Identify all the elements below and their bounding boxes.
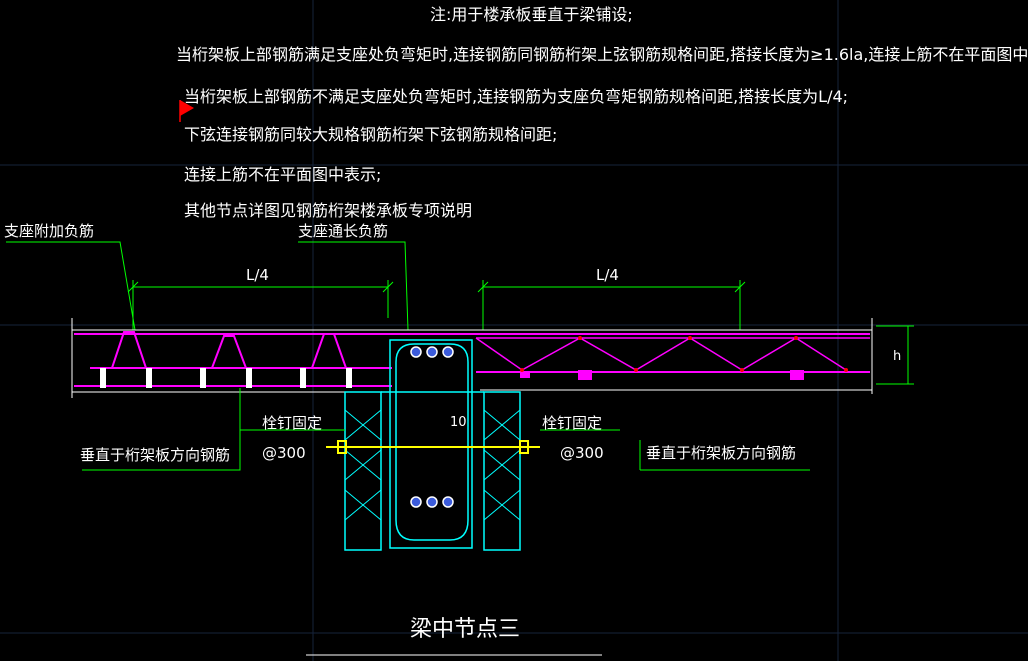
lower-leaders	[82, 388, 810, 471]
left-deck-ribs	[100, 331, 358, 369]
beam-rebar-dots	[410, 346, 454, 508]
beam-hatching	[344, 409, 521, 521]
label-spacing-right: @300	[560, 444, 604, 462]
right-deck-supports	[520, 370, 804, 380]
stud-bar	[326, 440, 540, 454]
dim-l4-left-label: L/4	[246, 266, 269, 284]
steel-beam	[344, 339, 521, 551]
note-line-2: 当桁架板上部钢筋满足支座处负弯矩时,连接钢筋同钢筋桁架上弦钢筋规格间距,搭接长度…	[176, 45, 1028, 64]
label-stud-left: 栓钉固定	[262, 414, 322, 432]
right-truss	[475, 337, 870, 371]
note-line-1: 注:用于楼承板垂直于梁铺设;	[430, 5, 633, 24]
dimension-l4-left	[127, 280, 394, 330]
left-deck-supports	[100, 368, 352, 388]
drawing-title: 梁中节点三	[410, 617, 520, 642]
note-line-6: 其他节点详图见钢筋桁架楼承板专项说明	[184, 201, 472, 220]
dimension-h	[876, 325, 914, 385]
note-line-3: 当桁架板上部钢筋不满足支座处负弯矩时,连接钢筋为支座负弯矩钢筋规格间距,搭接长度…	[184, 87, 848, 106]
dim-h-label: h	[893, 349, 901, 364]
label-perp-rebar-right: 垂直于桁架板方向钢筋	[646, 444, 796, 462]
label-spacing-left: @300	[262, 444, 306, 462]
note-line-5: 连接上筋不在平面图中表示;	[184, 165, 381, 184]
top-rebar	[74, 333, 870, 387]
note-line-4: 下弦连接钢筋同较大规格钢筋桁架下弦钢筋规格间距;	[184, 125, 557, 144]
label-support-through-rebar: 支座通长负筋	[298, 222, 388, 240]
dim-10-label: 10	[450, 415, 467, 430]
label-support-extra-neg-rebar: 支座附加负筋	[4, 222, 94, 240]
dimension-l4-right	[477, 280, 746, 330]
label-stud-right: 栓钉固定	[542, 414, 602, 432]
right-truss-joints	[520, 336, 848, 372]
notes-block: 注:用于楼承板垂直于梁铺设; 当桁架板上部钢筋满足支座处负弯矩时,连接钢筋同钢筋…	[176, 5, 1028, 220]
dim-l4-right-label: L/4	[596, 266, 619, 284]
slab-outline	[71, 318, 873, 398]
leader-lines	[6, 241, 409, 331]
flag-marker-icon	[179, 100, 194, 122]
label-perp-rebar-left: 垂直于桁架板方向钢筋	[80, 446, 230, 464]
